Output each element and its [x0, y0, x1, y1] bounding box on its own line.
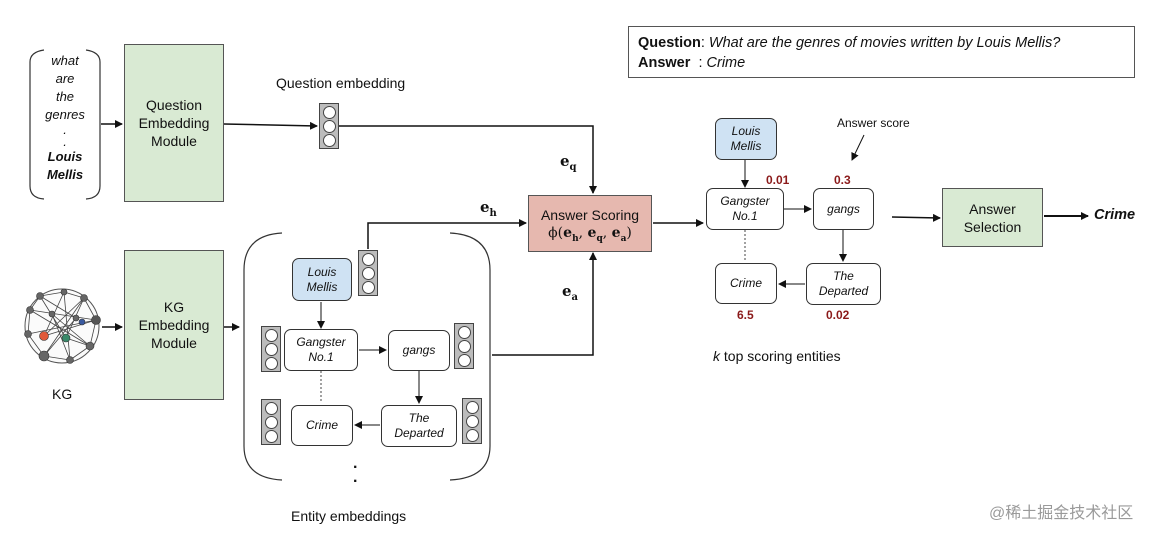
question-embedding-vector — [319, 103, 339, 149]
question-word: what — [51, 53, 79, 68]
arrow-eq — [339, 125, 597, 194]
question-word: are — [55, 71, 75, 86]
question-word-entity: Mellis — [46, 167, 84, 182]
kg-gangster-entity: Gangster No.1 — [284, 329, 358, 371]
question-open-paren — [29, 49, 45, 200]
ranked-gangster-entity: Gangster No.1 — [706, 188, 784, 230]
question-answer-box: Question: What are the genres of movies … — [628, 26, 1135, 78]
kg-crime-entity: Crime — [291, 405, 353, 446]
answer-line: Answer : Crime — [638, 55, 746, 71]
question-embedding-module: Question Embedding Module — [124, 44, 224, 202]
kg-network-icon — [24, 288, 101, 364]
gangster-embedding-vector — [261, 326, 281, 372]
watermark: @稀土掘金技术社区 — [989, 505, 1134, 522]
question-text: What are the genres of movies written by… — [708, 35, 1061, 51]
score-departed: 0.02 — [826, 308, 850, 322]
kg-topic-entity: Louis Mellis — [292, 258, 352, 301]
question-word: the — [55, 89, 75, 104]
ranked-gangs-entity: gangs — [813, 188, 874, 230]
answer-scoring-title: Answer Scoring — [540, 207, 640, 223]
answer-score-pointer — [851, 134, 865, 161]
arrow-eh — [367, 219, 527, 249]
answer-selection-box: Answer Selection — [942, 188, 1043, 247]
arrow-graph-to-selection — [891, 213, 941, 222]
kg-embedding-module: KG Embedding Module — [124, 250, 224, 400]
score-gangster: 0.01 — [766, 173, 790, 187]
entities-ellipsis: . . — [353, 455, 358, 486]
arrow-module-to-qemb — [223, 121, 318, 130]
question-word: genres — [45, 107, 85, 122]
entities-open-paren — [243, 232, 283, 481]
answer-text: Crime — [706, 55, 746, 71]
crime-embedding-vector — [261, 399, 281, 445]
question-words: what are the genres . . Louis Mellis — [30, 52, 100, 184]
kg-label: KG — [52, 386, 73, 402]
final-answer: Crime — [1094, 207, 1136, 223]
top-scoring-caption: k top scoring entities — [713, 348, 841, 364]
score-crime: 6.5 — [737, 308, 754, 322]
question-close-paren — [85, 49, 101, 200]
answer-scoring-formula: ϕ(eh, eq, ea) — [548, 225, 632, 244]
eh-label: eh — [480, 198, 497, 219]
question-word: . — [63, 134, 67, 149]
question-line: Question: What are the genres of movies … — [638, 35, 1061, 51]
arrow-ea — [492, 252, 597, 356]
answer-scoring-box: Answer Scoring ϕ(eh, eq, ea) — [528, 195, 652, 252]
kg-gangs-entity: gangs — [388, 330, 450, 371]
gangs-embedding-vector — [454, 323, 474, 369]
ranked-topic-entity: Louis Mellis — [715, 118, 777, 160]
ranked-crime-entity: Crime — [715, 263, 777, 304]
score-gangs: 0.3 — [834, 173, 851, 187]
answer-label: Answer — [638, 55, 691, 71]
departed-embedding-vector — [462, 398, 482, 444]
answer-score-label: Answer score — [837, 116, 910, 130]
question-word: . — [63, 122, 67, 137]
entities-close-paren — [449, 232, 491, 481]
question-label: Question — [638, 35, 701, 51]
ea-label: ea — [562, 282, 579, 303]
topic-embedding-vector — [358, 250, 378, 296]
question-word-entity: Louis — [47, 149, 83, 164]
question-embedding-label: Question embedding — [276, 75, 406, 91]
entity-embeddings-label: Entity embeddings — [291, 508, 407, 524]
eq-label: eq — [560, 152, 577, 173]
ranked-departed-entity: The Departed — [806, 263, 881, 305]
kg-departed-entity: The Departed — [381, 405, 457, 447]
